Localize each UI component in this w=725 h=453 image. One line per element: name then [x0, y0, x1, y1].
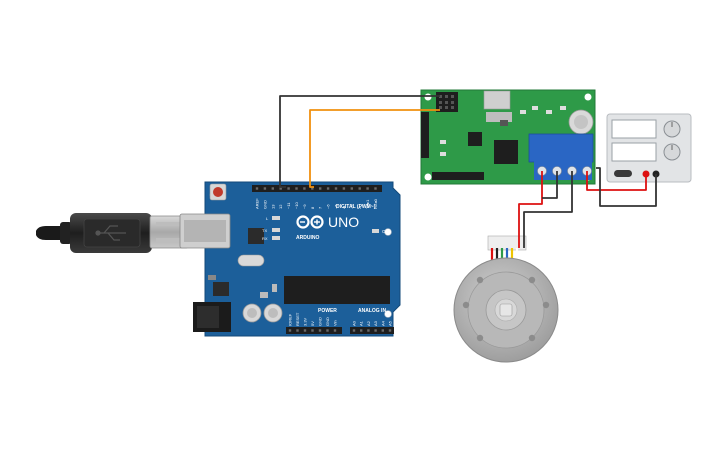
pin-label: 7	[318, 206, 323, 209]
pin-label: A5	[388, 320, 393, 326]
pin-label: ~5	[334, 204, 339, 209]
header-pin[interactable]	[326, 329, 329, 332]
pin-label: RESET	[295, 312, 300, 326]
arduino-brand-label: ARDUINO	[296, 235, 319, 241]
header-pin[interactable]	[381, 329, 384, 332]
header-pin[interactable]	[303, 187, 306, 190]
pin-label: ~10	[294, 201, 299, 209]
pin-label: GND	[325, 317, 330, 326]
header-pin[interactable]	[334, 187, 338, 190]
header-pin[interactable]	[318, 329, 322, 332]
digital-label: DIGITAL (PWM~)	[336, 204, 376, 210]
header-pin[interactable]	[255, 187, 259, 190]
header-pin[interactable]	[342, 187, 346, 190]
pin-label: A3	[373, 320, 378, 326]
pin-label: 13	[270, 204, 275, 209]
header-pin[interactable]	[271, 187, 274, 190]
header-pin[interactable]	[388, 329, 392, 332]
pin-label: IOREF	[288, 313, 293, 326]
pin-label: GND	[318, 317, 323, 326]
pin-label: 3.3V	[303, 317, 308, 326]
header-pin[interactable]	[374, 329, 377, 332]
uno-label: UNO	[328, 214, 359, 230]
pin-label: ~11	[286, 202, 291, 209]
pin-label: TX▸1	[365, 199, 370, 209]
header-pin[interactable]	[366, 187, 369, 190]
wires	[279, 95, 657, 248]
power-label: POWER	[318, 308, 337, 314]
header-pin[interactable]	[303, 329, 307, 332]
pin-label: A0	[352, 320, 357, 326]
header-pin[interactable]	[333, 329, 337, 332]
header-pin[interactable]	[326, 187, 330, 190]
analog-header	[350, 327, 394, 334]
header-pin[interactable]	[311, 329, 314, 332]
led-label-rx: RX	[262, 236, 268, 241]
pin-label: 4	[341, 206, 346, 209]
pin-label: ~3	[349, 204, 354, 209]
header-pin[interactable]	[352, 329, 356, 332]
header-pin[interactable]	[279, 187, 282, 190]
pin-label: A2	[366, 320, 371, 326]
pin-label: AREF	[255, 198, 260, 209]
pin-label: A1	[359, 320, 364, 326]
led-label-tx: TX	[262, 228, 267, 233]
header-pin[interactable]	[319, 187, 322, 190]
wire-psu-plus	[586, 171, 647, 191]
pin-label: ~9	[302, 204, 307, 209]
power-supply-icon	[606, 113, 692, 183]
dc-motor-icon	[453, 235, 559, 363]
pin-label: GND	[262, 200, 267, 209]
wire-motor-plus	[518, 171, 543, 248]
wire-motor-link	[542, 171, 558, 199]
header-pin[interactable]	[374, 187, 377, 190]
on-label: ON	[382, 229, 389, 234]
header-pin[interactable]	[295, 187, 298, 190]
header-pin[interactable]	[350, 187, 353, 190]
pin-label: Vin	[333, 320, 338, 326]
usb-cable-icon	[36, 213, 189, 253]
header-pin[interactable]	[360, 329, 363, 332]
pin-label: 5V	[310, 321, 315, 326]
wire-signal	[309, 109, 440, 188]
pin-label: RX◂0	[373, 198, 378, 209]
header-pin[interactable]	[288, 329, 292, 332]
digital-header	[252, 185, 382, 192]
pin-label: 2	[357, 206, 362, 209]
wire-psu-minus	[596, 167, 657, 207]
pin-label: A4	[380, 320, 385, 326]
analog-label: ANALOG IN	[358, 308, 386, 314]
arduino-logo-icon	[296, 215, 324, 229]
header-pin[interactable]	[296, 329, 299, 332]
header-pin[interactable]	[367, 329, 370, 332]
header-pin[interactable]	[263, 187, 267, 190]
pin-label: 8	[310, 206, 315, 209]
wire-motor-minus	[523, 171, 573, 248]
header-pin[interactable]	[311, 187, 314, 190]
wire-gnd	[279, 95, 440, 188]
header-pin[interactable]	[287, 187, 290, 190]
motor-driver-board	[420, 89, 596, 185]
pin-label: ~6	[326, 204, 331, 209]
power-header	[286, 327, 342, 334]
led-label-l: L	[266, 216, 269, 221]
pin-label: 12	[278, 204, 283, 209]
terminal-block	[528, 133, 594, 163]
header-pin[interactable]	[358, 187, 361, 190]
